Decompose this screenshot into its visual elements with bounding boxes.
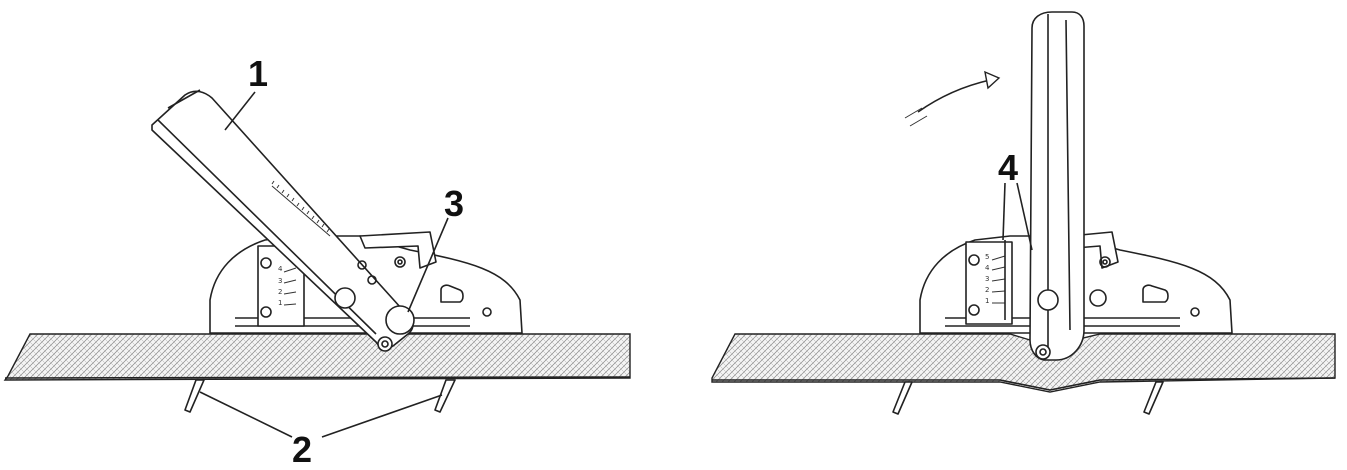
left-slot <box>440 284 464 303</box>
right-board-edge <box>712 377 1336 391</box>
leader-2a <box>199 391 293 438</box>
right-board <box>711 333 1336 393</box>
right-lever-body <box>1029 11 1085 361</box>
callout-1: 1 <box>248 53 269 94</box>
illustration-svg <box>3 11 1336 438</box>
right-cam <box>1089 289 1107 307</box>
left-lever-rack <box>271 185 331 237</box>
left-pivot-bolt <box>377 336 393 352</box>
left-bracket <box>359 231 437 269</box>
left-hole-lever <box>357 260 367 270</box>
right-scale-label: 5 <box>985 253 990 261</box>
left-hole-a <box>482 307 492 317</box>
left-screw-bottom <box>260 306 272 318</box>
right-scale-label: 4 <box>985 264 990 272</box>
left-scale-label: 4 <box>278 265 283 273</box>
left-scale-label: 1 <box>278 299 283 307</box>
leader-4b <box>1016 182 1033 251</box>
callout-2: 2 <box>292 429 313 470</box>
left-scale-ticks <box>283 267 297 306</box>
left-rack-teeth <box>271 180 330 233</box>
left-board-edge <box>4 376 631 379</box>
right-screw-top <box>968 254 980 266</box>
left-screw-top <box>260 257 272 269</box>
left-figure <box>3 89 631 438</box>
leader-3 <box>407 217 449 313</box>
left-board <box>3 333 631 381</box>
right-scale-ticks <box>991 255 1006 304</box>
left-hole-b <box>394 256 406 268</box>
left-scale-label: 2 <box>278 288 283 296</box>
left-hole-c <box>397 259 403 265</box>
motion-arrow <box>917 79 991 113</box>
right-screw-bottom <box>968 304 980 316</box>
right-hole-c <box>1102 259 1108 265</box>
right-slot <box>1142 284 1169 303</box>
leader-1 <box>224 91 256 131</box>
left-spike-b <box>434 379 456 413</box>
right-scale-label: 3 <box>985 275 990 283</box>
right-scale-label: 2 <box>985 286 990 294</box>
right-hole-b <box>1099 256 1111 268</box>
right-pivot-knob <box>1037 289 1059 311</box>
right-spike-b <box>1143 381 1164 415</box>
motion-arrowhead <box>984 70 1001 90</box>
left-hole-lever2 <box>367 275 377 285</box>
right-pivot-bolt-inner <box>1039 348 1047 356</box>
left-cam <box>385 305 415 335</box>
right-scale-label: 1 <box>985 297 990 305</box>
leader-4a <box>1002 182 1006 241</box>
right-hole-a <box>1190 307 1200 317</box>
right-spike-a <box>892 381 913 415</box>
technical-illustration: 1 2 3 4 4 3 2 1 5 4 3 2 1 <box>3 11 1336 468</box>
callout-3: 3 <box>444 183 465 224</box>
left-spike-a <box>184 379 205 413</box>
right-figure <box>711 11 1336 415</box>
motion-lines <box>904 107 928 127</box>
left-pivot-bolt-inner <box>381 340 389 348</box>
left-scale-label: 3 <box>278 277 283 285</box>
left-pivot-knob <box>334 287 356 309</box>
leader-2b <box>321 394 443 438</box>
callout-4: 4 <box>998 147 1019 188</box>
right-pivot-bolt <box>1035 344 1051 360</box>
